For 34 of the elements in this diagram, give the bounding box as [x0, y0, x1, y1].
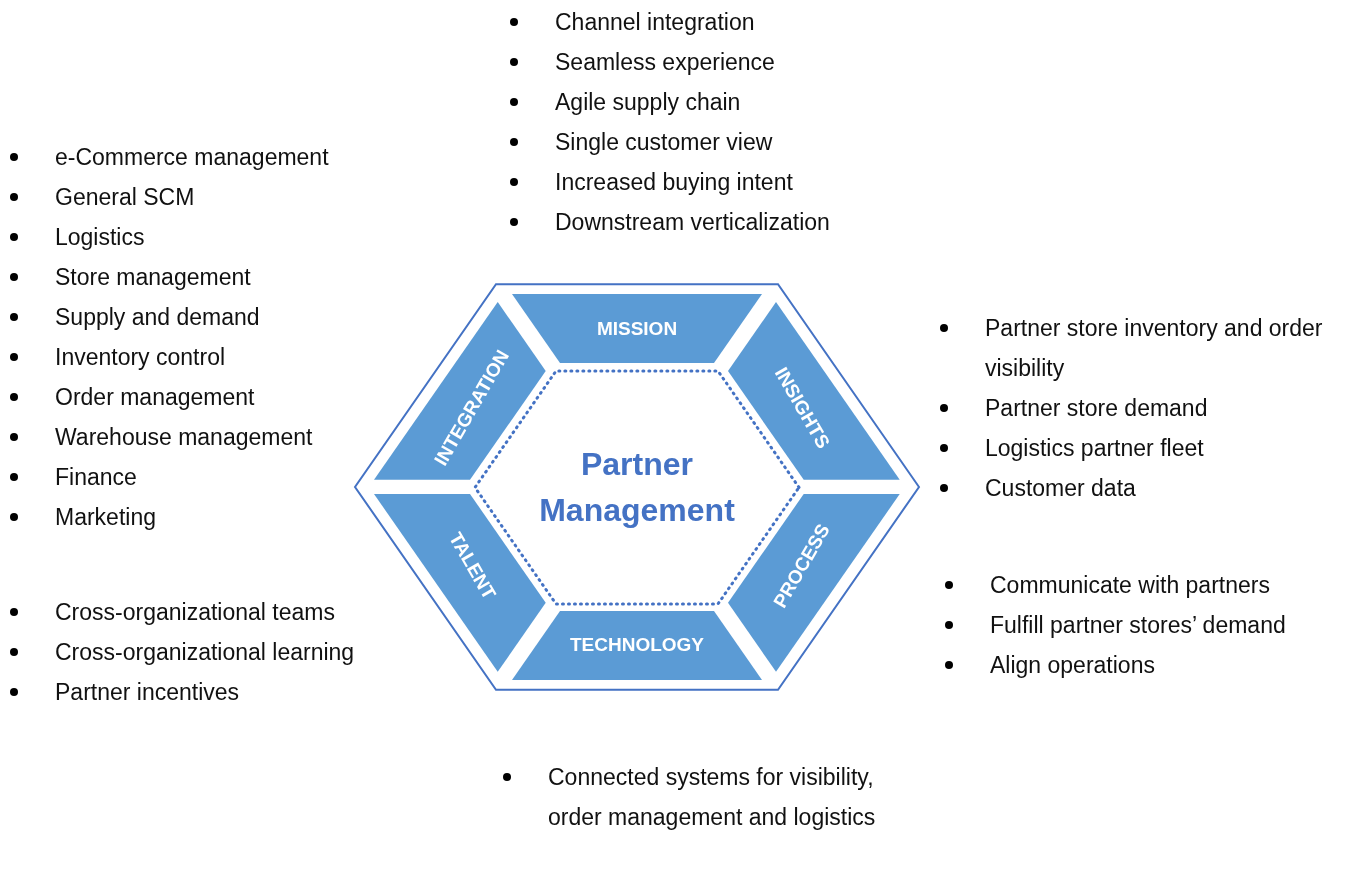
hexagon-segment: [728, 301, 900, 480]
bullet-item: Fulfill partner stores’ demand: [943, 605, 1358, 645]
bullet-item: Warehouse management: [8, 417, 408, 457]
bullet-item: Order management: [8, 377, 408, 417]
bullet-item: Customer data: [938, 468, 1328, 508]
segment-label: MISSION: [596, 317, 678, 340]
bullet-item: Logistics: [8, 217, 408, 257]
bullet-item: Logistics partner fleet: [938, 428, 1328, 468]
bullet-item: Finance: [8, 457, 408, 497]
segment-label: TECHNOLOGY: [569, 634, 705, 657]
center-title: Partner Management: [538, 445, 736, 530]
bullet-item: Supply and demand: [8, 297, 408, 337]
bullet-item: Partner incentives: [8, 672, 428, 712]
bullet-item: Single customer view: [508, 122, 938, 162]
bullet-item: Communicate with partners: [943, 565, 1358, 605]
bullet-item: Align operations: [943, 645, 1358, 685]
bullet-item: Cross-organizational learning: [8, 632, 428, 672]
hexagon-segment: [512, 610, 762, 680]
bullet-item: General SCM: [8, 177, 408, 217]
bullet-item: Cross-organizational teams: [8, 592, 428, 632]
bullet-item: Store management: [8, 257, 408, 297]
bullet-item: Channel integration: [508, 2, 938, 42]
bullet-item: e-Commerce management: [8, 137, 408, 177]
bullet-item: Agile supply chain: [508, 82, 938, 122]
bullet-item: Connected systems for visibility, order management and logistics: [501, 757, 901, 837]
bullet-item: Downstream verticalization: [508, 202, 938, 242]
bullet-item: Seamless experience: [508, 42, 938, 82]
bullet-item: Inventory control: [8, 337, 408, 377]
hexagon-segment: [512, 294, 762, 364]
bullet-item: Increased buying intent: [508, 162, 938, 202]
bullet-item: Marketing: [8, 497, 408, 537]
bullet-item: Partner store demand: [938, 388, 1328, 428]
hexagon-segment: [374, 301, 546, 480]
bullet-item: Partner store inventory and order visibility: [938, 308, 1328, 388]
